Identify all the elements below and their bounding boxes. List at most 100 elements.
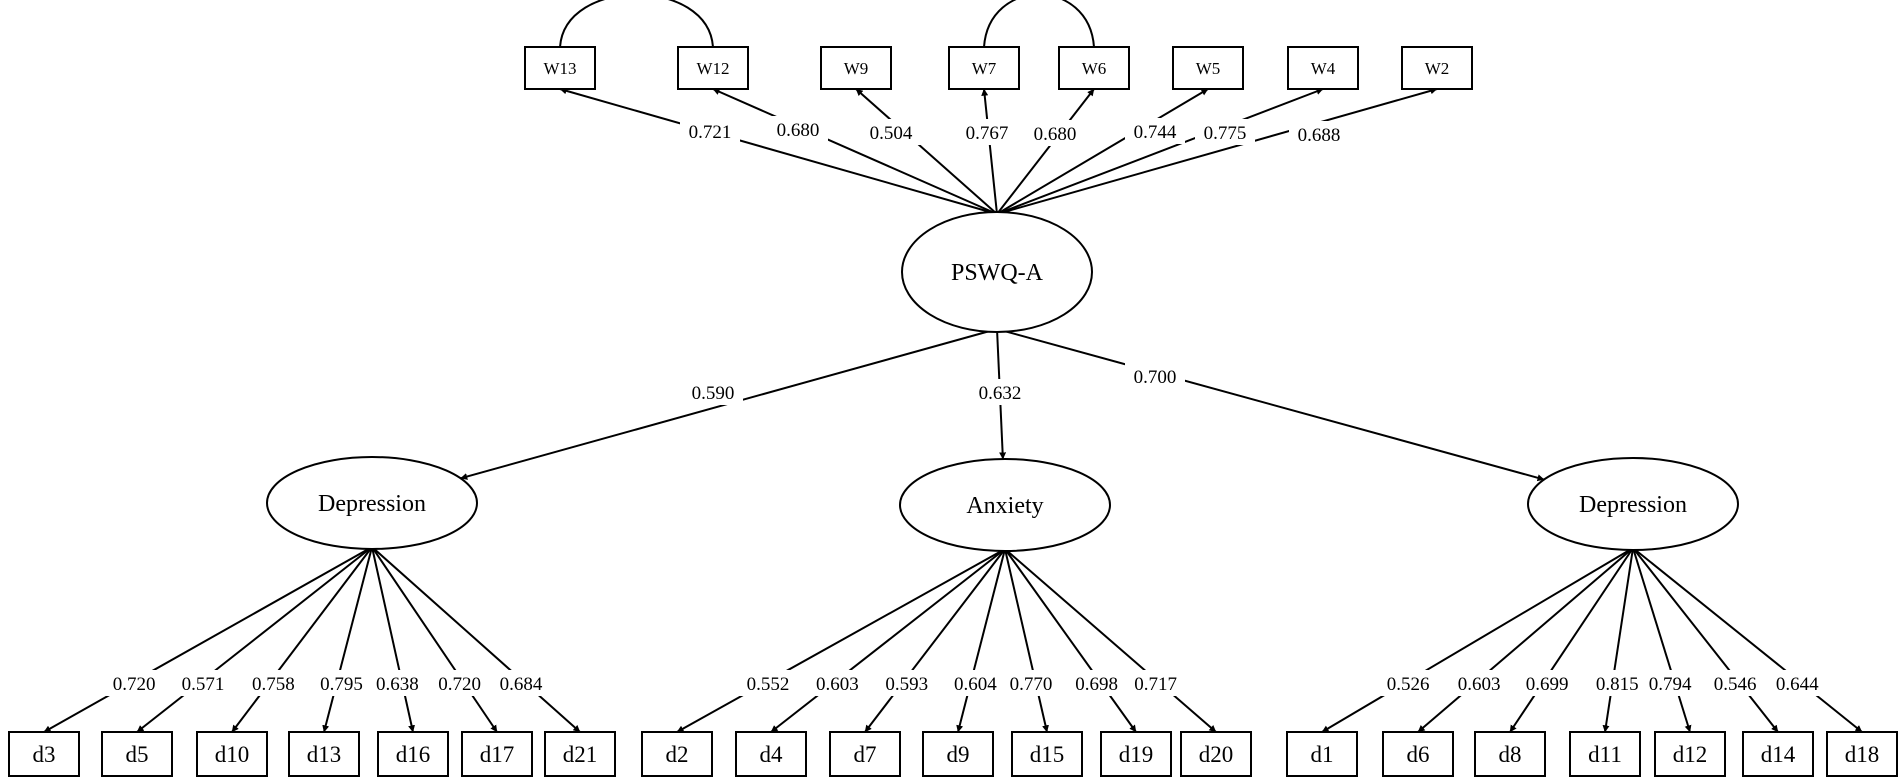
path-factor-depression-1-d21 — [371, 546, 581, 733]
indicator-d8-label: d8 — [1499, 742, 1522, 767]
factor-depression-3-label: Depression — [1579, 492, 1687, 518]
indicator-d7-label: d7 — [854, 742, 877, 767]
path-factor-depression-3-d8 — [1509, 547, 1634, 733]
loading-label-w13-bg — [680, 118, 740, 144]
indicator-d9 — [922, 731, 994, 777]
loading-label-d18: 0.644 — [1776, 674, 1819, 695]
indicator-w5 — [1172, 46, 1244, 90]
loading-label-w9: 0.504 — [870, 123, 913, 144]
path-factor-depression-1-d13 — [322, 546, 373, 733]
loading-label-d21-bg — [491, 670, 552, 696]
loading-label-d6: 0.603 — [1458, 674, 1501, 695]
indicator-d10 — [196, 731, 268, 777]
indicator-d19 — [1100, 731, 1172, 777]
indicator-d5-label: d5 — [126, 742, 149, 767]
indicator-d16-label: d16 — [396, 742, 431, 767]
loading-label-w12: 0.680 — [777, 120, 820, 141]
loading-label-w12-bg — [768, 116, 828, 142]
loading-label-w5: 0.744 — [1134, 122, 1177, 143]
loading-label-d12-bg — [1640, 670, 1701, 696]
indicator-d11 — [1569, 731, 1641, 777]
indicator-d17 — [461, 731, 533, 777]
indicator-d1-label: d1 — [1311, 742, 1334, 767]
path-factor-anxiety-2-d19 — [1004, 548, 1137, 733]
path-factor-depression-1-d16 — [371, 546, 415, 733]
indicator-d15-label: d15 — [1030, 742, 1065, 767]
indicator-d4 — [735, 731, 807, 777]
path-pswqa-w4 — [996, 88, 1324, 215]
indicator-d14 — [1742, 731, 1814, 777]
loading-label-d1: 0.526 — [1387, 674, 1430, 695]
loading-label-d4-bg — [807, 670, 868, 696]
indicator-w5-label: W5 — [1196, 59, 1221, 78]
path-factor-depression-1-d10 — [231, 546, 373, 733]
loading-label-d11: 0.815 — [1596, 674, 1639, 695]
loading-label-d2-bg — [738, 670, 799, 696]
path-pswqa-w9 — [855, 88, 998, 215]
indicator-d20 — [1180, 731, 1252, 777]
loading-label-d17: 0.720 — [438, 674, 481, 695]
loading-label-d16-bg — [367, 670, 428, 696]
loading-label-d5: 0.571 — [182, 674, 225, 695]
indicator-w4 — [1287, 46, 1359, 90]
loading-label-d13-bg — [311, 670, 372, 696]
indicator-d17-label: d17 — [480, 742, 515, 767]
loading-label-factor-depression-1: 0.590 — [692, 383, 735, 404]
path-factor-depression-3-d14 — [1632, 547, 1779, 733]
factor-depression-3 — [1527, 457, 1739, 551]
loading-label-d8: 0.699 — [1526, 674, 1569, 695]
path-factor-depression-1-d17 — [371, 546, 498, 733]
factor-anxiety-2-label: Anxiety — [966, 493, 1043, 519]
loading-label-d14: 0.546 — [1714, 674, 1757, 695]
loading-label-w7: 0.767 — [966, 123, 1009, 144]
loading-label-w13: 0.721 — [689, 122, 732, 143]
path-factor-anxiety-2-d2 — [676, 548, 1006, 733]
loading-label-w9-bg — [861, 119, 921, 145]
loading-label-d7-bg — [876, 670, 937, 696]
indicator-d20-label: d20 — [1199, 742, 1234, 767]
path-pswqa-w5 — [996, 88, 1209, 215]
path-factor-anxiety-2-d15 — [1004, 548, 1049, 733]
indicator-w2 — [1401, 46, 1473, 90]
indicator-w12 — [677, 46, 749, 90]
indicator-d18-label: d18 — [1845, 742, 1880, 767]
factor-depression-1 — [266, 456, 478, 550]
indicator-d21 — [544, 731, 616, 777]
indicator-d14-label: d14 — [1761, 742, 1796, 767]
path-factor-depression-1-d3 — [43, 546, 373, 733]
indicator-d6 — [1382, 731, 1454, 777]
indicator-d1 — [1286, 731, 1358, 777]
loading-label-d18-bg — [1767, 670, 1828, 696]
covariance-arc-w13-w12 — [559, 0, 714, 48]
indicator-d3-label: d3 — [33, 742, 56, 767]
loading-label-factor-anxiety-2: 0.632 — [979, 383, 1022, 404]
path-factor-anxiety-2-d7 — [864, 548, 1006, 733]
indicator-d2 — [641, 731, 713, 777]
loading-label-factor-depression-3: 0.700 — [1134, 367, 1177, 388]
loading-label-d20-bg — [1125, 670, 1186, 696]
loading-label-d4: 0.603 — [816, 674, 859, 695]
loading-label-d21: 0.684 — [500, 674, 543, 695]
loading-label-d19: 0.698 — [1075, 674, 1118, 695]
loading-label-w4: 0.775 — [1204, 123, 1247, 144]
loading-label-w2: 0.688 — [1298, 125, 1341, 146]
indicator-d5 — [101, 731, 173, 777]
indicator-d2-label: d2 — [666, 742, 689, 767]
indicator-w7 — [948, 46, 1020, 90]
loading-label-d14-bg — [1705, 670, 1766, 696]
indicator-d4-label: d4 — [760, 742, 784, 767]
factor-depression-1-label: Depression — [318, 491, 426, 517]
loading-label-d6-bg — [1449, 670, 1510, 696]
loading-label-d19-bg — [1066, 670, 1127, 696]
indicator-w13-label: W13 — [543, 59, 576, 78]
path-factor-depression-3-d6 — [1417, 547, 1634, 733]
path-factor-depression-3-d12 — [1632, 547, 1692, 733]
path-pswqa-factor-depression-3 — [996, 328, 1545, 482]
loading-label-d16: 0.638 — [376, 674, 419, 695]
path-factor-anxiety-2-d9 — [956, 548, 1006, 733]
indicator-d6-label: d6 — [1407, 742, 1430, 767]
factor-pswqa-label: PSWQ-A — [951, 260, 1044, 286]
loading-label-w2-bg — [1289, 121, 1349, 147]
loading-label-w5-bg — [1125, 118, 1185, 144]
